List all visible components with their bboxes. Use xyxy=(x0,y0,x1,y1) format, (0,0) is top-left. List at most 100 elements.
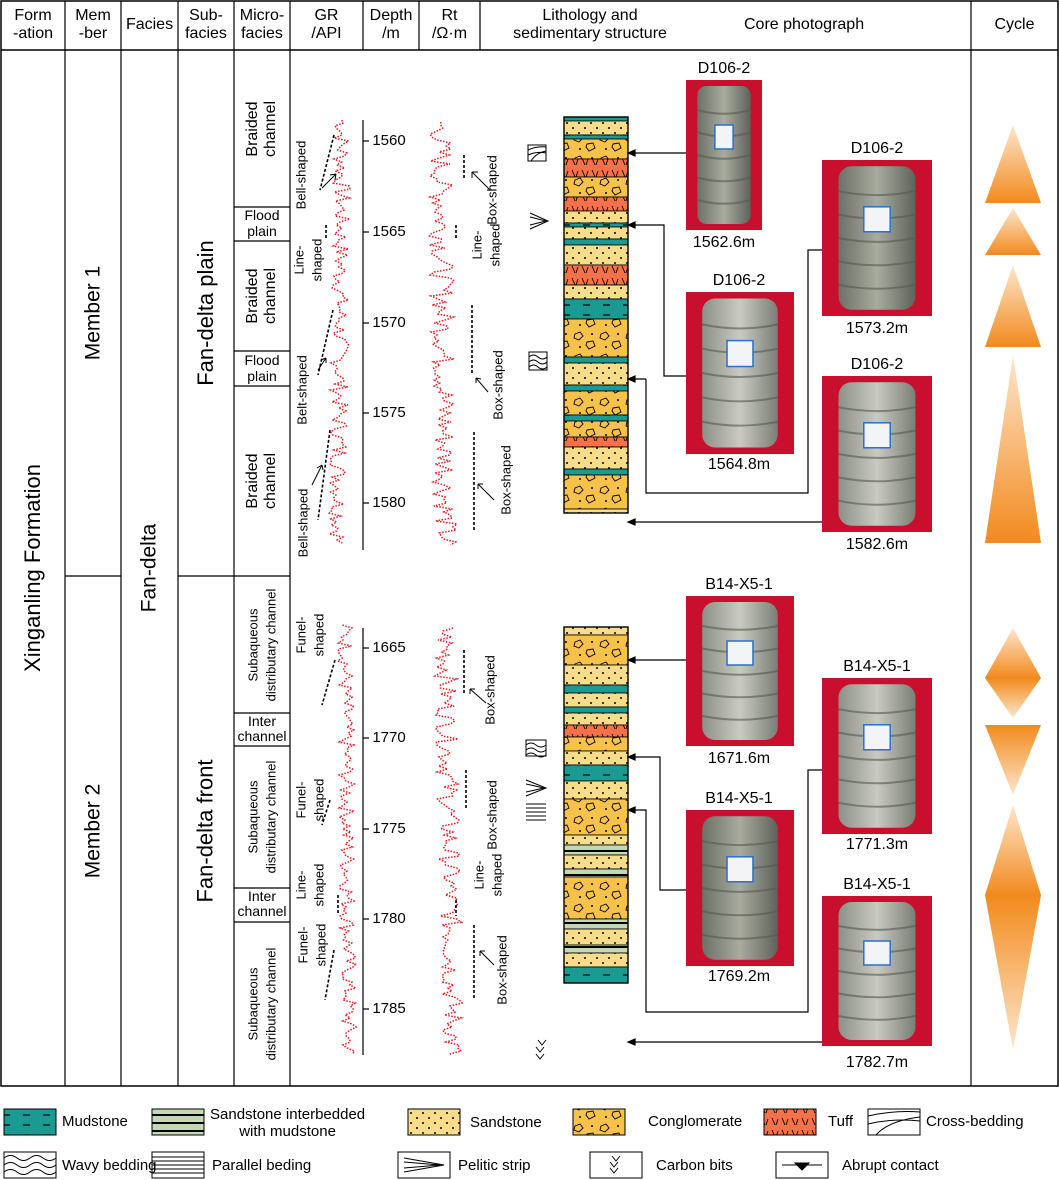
tuff-layer xyxy=(563,158,629,178)
header-depth: Depth /m xyxy=(369,7,413,42)
wavy-bedding-symbol xyxy=(525,739,547,758)
photo-depth-label: 1562.6m xyxy=(692,234,756,251)
conglomerate-layer xyxy=(563,390,629,416)
core-photo xyxy=(822,896,932,1046)
sandstone-layer xyxy=(563,664,629,686)
conglomerate-layer xyxy=(563,176,629,198)
depth-tick-label: 1785 xyxy=(372,1000,406,1017)
microfacies-label: Inter channel xyxy=(237,713,287,744)
conglomerate-layer xyxy=(563,634,629,666)
mudstone-layer xyxy=(563,706,629,714)
legend-wavy-bedding: Wavy bedding xyxy=(62,1157,157,1174)
sandstone-layer xyxy=(563,712,629,726)
sandstone-layer xyxy=(563,120,629,136)
photo-well-label: D106-2 xyxy=(697,60,751,77)
header-microfacies: Micro- facies xyxy=(239,7,285,42)
depth-tick-label: 1570 xyxy=(372,314,406,331)
rt-annotation: Box-shaped xyxy=(495,935,511,1005)
legend-carbon-bits: Carbon bits xyxy=(656,1157,733,1174)
legend-pelitic-strip: Pelitic strip xyxy=(458,1157,531,1174)
rt-annotation: Box-shaped xyxy=(491,350,507,420)
mudstone-layer xyxy=(563,134,629,140)
log-curve xyxy=(326,119,353,544)
conglomerate-layer xyxy=(563,736,629,752)
header-core: Core photograph xyxy=(744,16,865,33)
sandstone-layer xyxy=(563,952,629,968)
depth-tick-label: 1775 xyxy=(372,820,406,837)
tuff-layer xyxy=(563,724,629,738)
pelitic-strip-symbol xyxy=(529,212,550,230)
mudstone-layer xyxy=(563,414,629,422)
mudstone-layer xyxy=(563,384,629,392)
log-curve xyxy=(336,624,358,1055)
legend-mudstone: Mudstone xyxy=(62,1113,128,1130)
sandstone-layer xyxy=(563,362,629,386)
depth-tick-label: 1575 xyxy=(372,404,406,421)
sandstone-layer xyxy=(563,834,629,846)
mudstone-layer xyxy=(563,222,629,228)
depth-tick-label: 1780 xyxy=(372,910,406,927)
microfacies-label: Flood plain xyxy=(244,352,280,384)
header-gr: GR /API xyxy=(311,7,342,42)
legend-interbedded: Sandstone interbedded with mudstone xyxy=(210,1106,366,1140)
photo-depth-label: 1564.8m xyxy=(707,456,771,473)
microfacies-label: Subaqueous distributary channel xyxy=(245,588,279,701)
member-1-label: Member 1 xyxy=(81,265,104,361)
gr-annotation: Funel- shaped xyxy=(295,923,328,967)
header-formation: Form -ation xyxy=(12,7,54,42)
microfacies-label: Subaqueous distributary channel xyxy=(245,760,279,874)
interbedded-layer xyxy=(563,918,629,930)
photo-depth-label: 1771.3m xyxy=(845,836,909,853)
microfacies-label: Braided channel xyxy=(244,267,280,325)
log-curve xyxy=(427,122,459,546)
photo-well-label: B14-X5-1 xyxy=(705,576,773,593)
microfacies-label: Subaqueous distributary channel xyxy=(245,947,279,1061)
sandstone-layer xyxy=(563,244,629,266)
photo-well-label: D106-2 xyxy=(850,356,904,373)
facies-label: Fan-delta xyxy=(137,523,161,613)
header-lithology: Lithology and sedimentary structure xyxy=(513,7,667,42)
mudstone-layer xyxy=(563,468,629,476)
photo-well-label: D106-2 xyxy=(712,272,766,289)
rt-annotation: Box-shaped xyxy=(499,445,515,515)
microfacies-label: Flood plain xyxy=(244,207,280,239)
lithology-column-lower xyxy=(563,626,629,984)
sandstone-layer xyxy=(563,446,629,470)
subfacies-plain-label: Fan-delta plain xyxy=(193,240,219,386)
header-cycle: Cycle xyxy=(994,16,1035,33)
carbon-bits-symbol xyxy=(535,1039,547,1060)
rt-annotation: Line- shaped xyxy=(471,853,504,897)
header-facies: Facies xyxy=(125,16,174,33)
conglomerate-layer xyxy=(563,876,629,920)
photo-well-label: B14-X5-1 xyxy=(843,876,911,893)
rt-annotation: Box-shaped xyxy=(483,655,499,725)
log-curve xyxy=(432,627,465,1055)
tuff-layer xyxy=(563,264,629,286)
lithology-column-upper xyxy=(563,116,629,514)
microfacies-label: Inter channel xyxy=(237,888,287,919)
sandstone-layer xyxy=(563,750,629,766)
photo-well-label: B14-X5-1 xyxy=(705,790,773,807)
cycle-triangles xyxy=(985,125,1041,1050)
formation-label: Xinganling Formation xyxy=(20,464,45,672)
depth-tick-label: 1580 xyxy=(372,494,406,511)
header-member: Mem -ber xyxy=(75,7,111,42)
microfacies-label: Braided channel xyxy=(244,100,280,157)
mudstone-layer xyxy=(563,238,629,246)
sandstone-layer xyxy=(563,692,629,708)
photo-depth-label: 1671.6m xyxy=(707,750,771,767)
sandstone-layer xyxy=(563,226,629,240)
mudstone-layer xyxy=(563,356,629,364)
interbedded-layer xyxy=(563,944,629,954)
interbedded-layer xyxy=(563,868,629,878)
core-photo xyxy=(822,678,932,834)
photo-depth-label: 1582.6m xyxy=(845,536,909,553)
sandstone-layer xyxy=(563,626,629,636)
gr-annotation: Belt-shaped xyxy=(295,355,311,425)
core-photo xyxy=(686,292,794,454)
legend-abrupt-contact: Abrupt contact xyxy=(842,1157,939,1174)
tuff-layer xyxy=(563,436,629,448)
mudstone-layer xyxy=(563,966,629,984)
